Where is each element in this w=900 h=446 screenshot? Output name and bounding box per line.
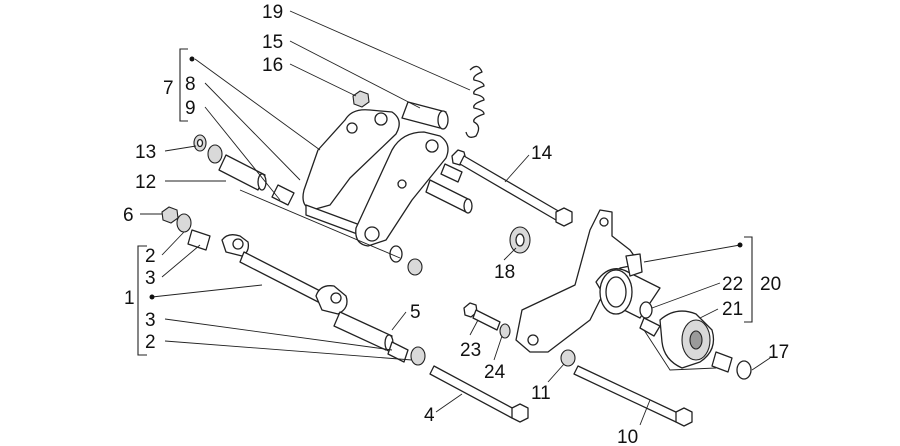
pin-5 [333,311,394,352]
callout-13: 13 [135,142,156,163]
bushing-2-bottom [410,346,426,366]
callout-4: 4 [424,405,435,426]
spacer-17 [711,351,752,380]
washer-13 [193,134,207,152]
bearing-18 [509,226,531,254]
callout-labels: 19 15 16 7 8 9 13 12 6 2 3 1 3 2 5 4 14 … [123,2,789,446]
nut-6 [161,206,179,224]
nut-16 [352,90,370,108]
callout-17: 17 [768,342,789,363]
spacer-3-top [187,229,211,251]
callout-23: 23 [460,340,481,361]
ring-22 [639,301,661,337]
callout-21: 21 [722,299,743,320]
callout-5: 5 [410,302,421,323]
bolt-10 [573,365,693,427]
bushing-2-top [176,213,192,233]
callout-15: 15 [262,32,283,53]
callout-24: 24 [484,362,506,383]
callout-22: 22 [722,274,743,295]
callout-8: 8 [185,74,196,95]
callout-9: 9 [185,98,196,119]
callout-7: 7 [163,78,174,99]
callout-14: 14 [531,143,553,164]
callout-12: 12 [135,172,156,193]
bolt-14 [451,149,573,227]
damper-21 [659,310,715,369]
link-pins [425,163,473,214]
callout-2-bottom: 2 [145,332,156,353]
spring-19 [465,65,485,138]
washer-11 [560,349,576,367]
callout-16: 16 [262,55,283,76]
callout-11: 11 [531,383,551,404]
link-arm-7 [302,109,400,236]
pin-15 [401,101,449,130]
callout-1: 1 [124,288,135,309]
bushing-9 [207,144,223,164]
callout-19: 19 [262,2,283,23]
leader-lines [140,10,771,426]
parts-drawing [161,65,752,427]
label-brackets [137,48,753,356]
bracket-dot-1 [149,294,155,300]
callout-3-top: 3 [145,268,156,289]
callout-2-top: 2 [145,246,156,267]
callout-18: 18 [494,262,515,283]
callout-6: 6 [123,205,134,226]
bracket-dot-20 [737,242,743,248]
bolt-4 [429,365,529,423]
callout-3-bottom: 3 [145,310,156,331]
washer-mid [389,245,423,276]
swing-arm-1 [221,234,348,315]
callout-10: 10 [617,427,638,446]
callout-20: 20 [760,274,781,295]
bracket-dot-7 [189,56,195,62]
bolt-23 [463,302,511,339]
link-arm-secondary [355,131,449,247]
